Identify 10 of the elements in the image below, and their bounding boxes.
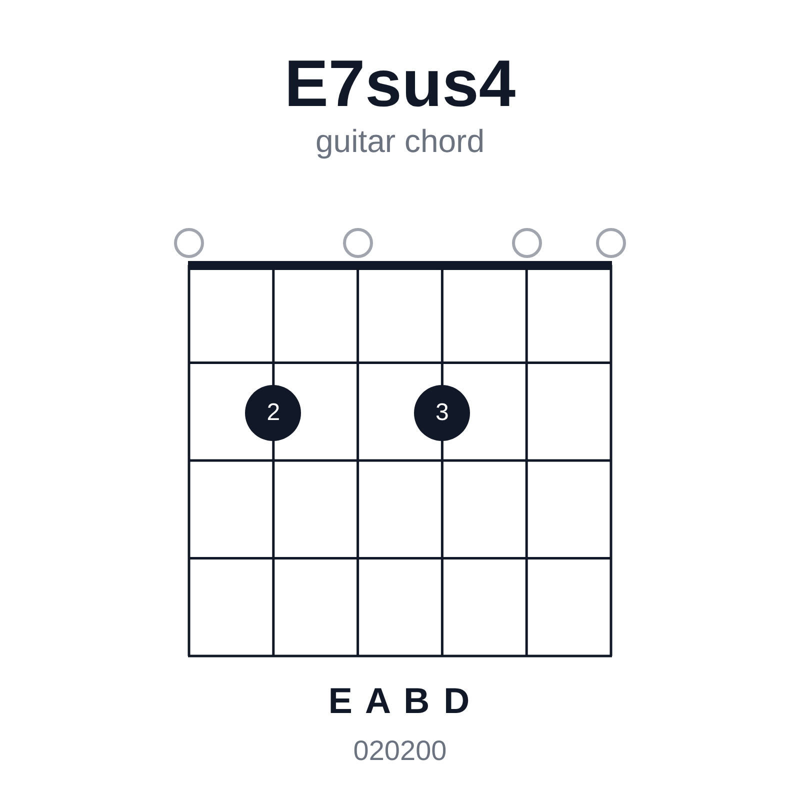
note-names: E A B D [327, 680, 473, 722]
finger-dot: 3 [414, 385, 470, 441]
open-string-circle [342, 228, 373, 258]
open-string-circle [512, 228, 542, 258]
open-string-circle [174, 228, 204, 258]
finger-dot: 2 [245, 385, 302, 441]
fret-numbers: 020200 [352, 735, 448, 767]
open-string-circle [596, 228, 626, 258]
chord-subtitle: guitar chord [314, 123, 486, 160]
chord-title: E7sus4 [283, 45, 517, 121]
